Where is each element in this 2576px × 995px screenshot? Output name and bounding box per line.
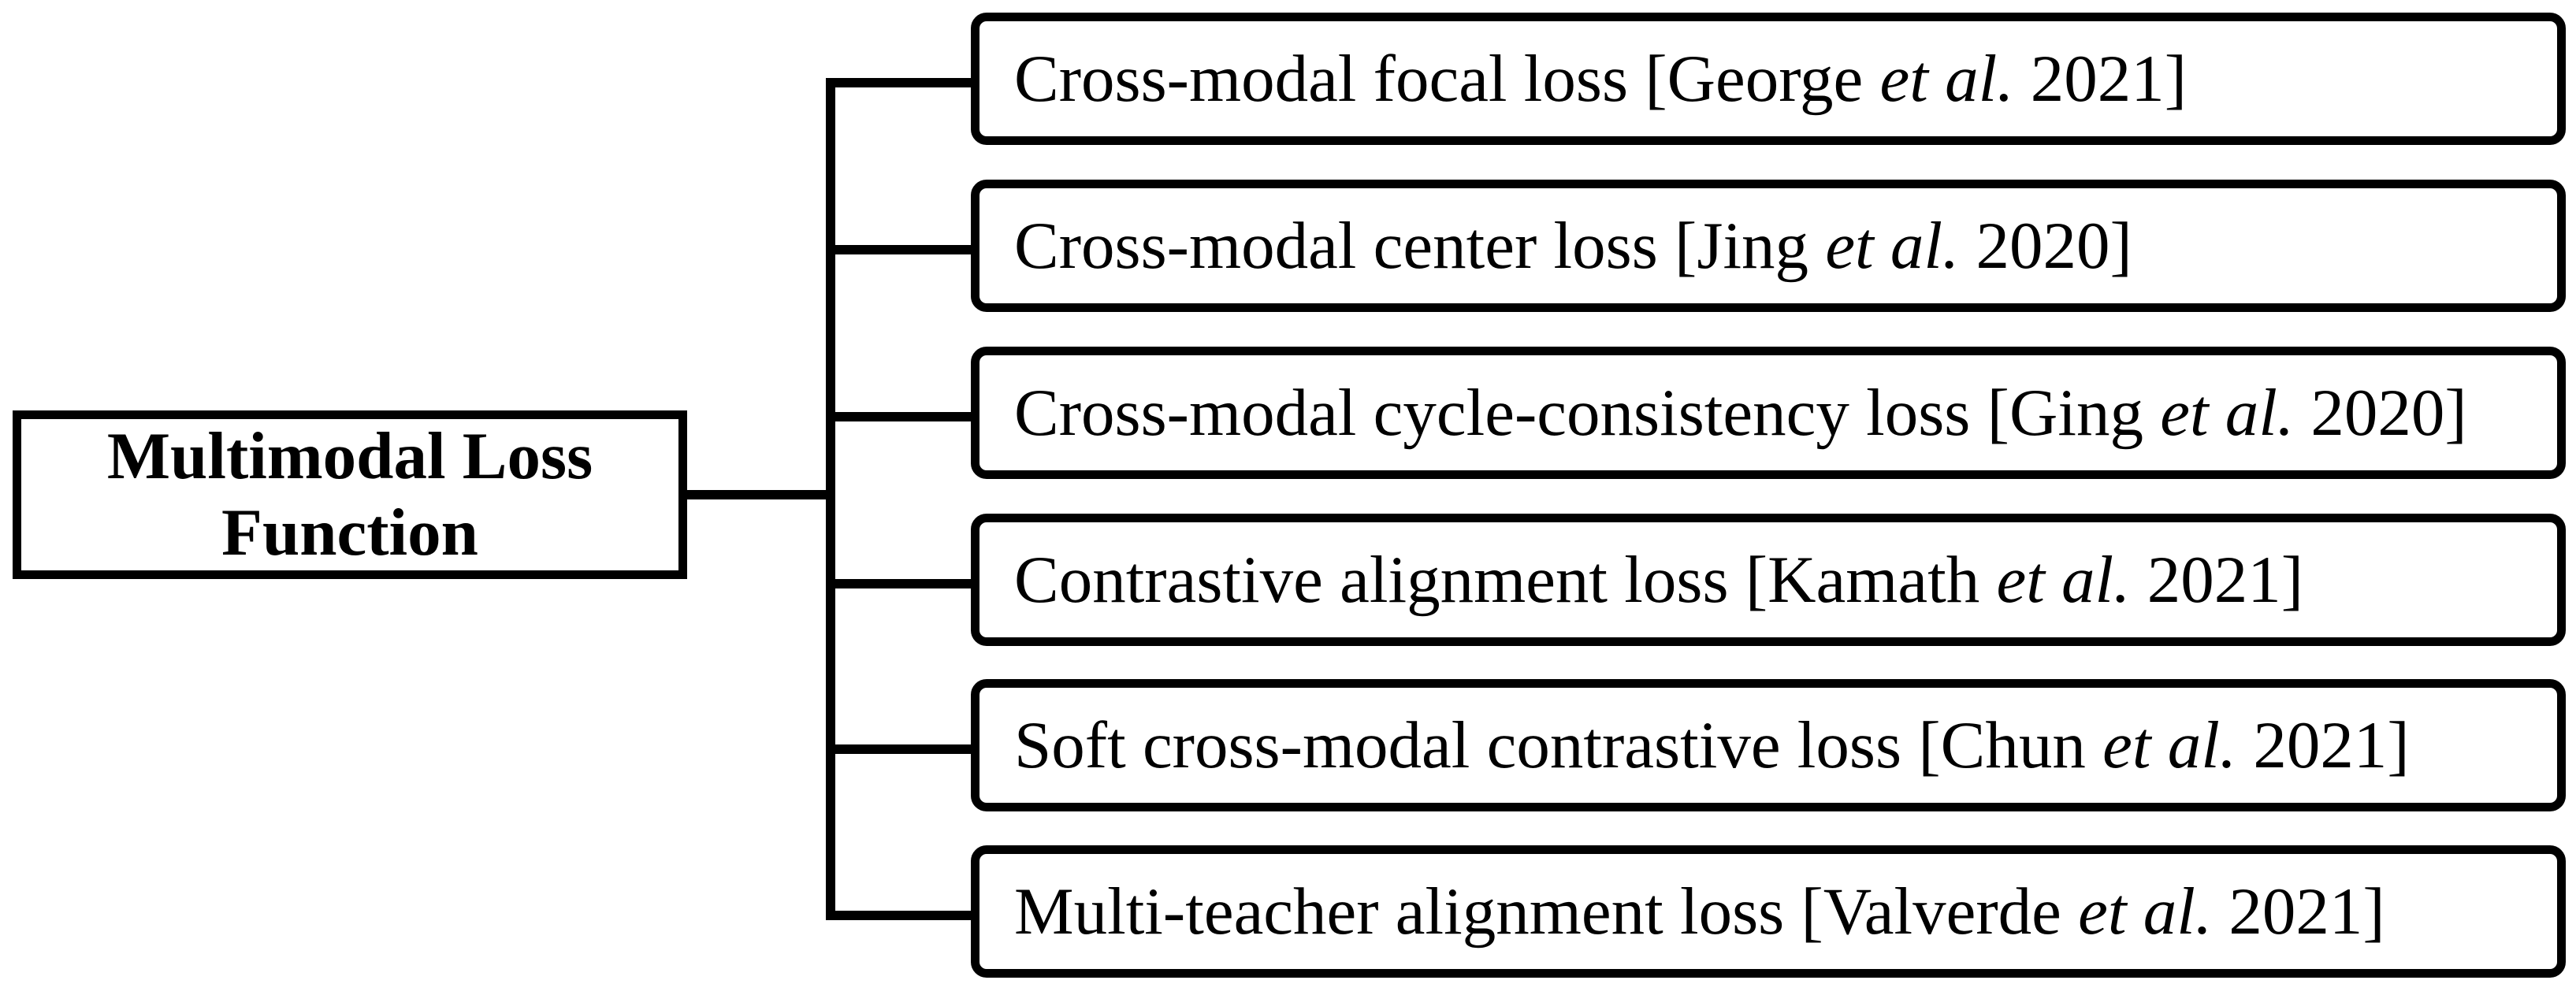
child-node-contrastive-alignment-loss[interactable]: Contrastive alignment loss [Kamath et al…: [971, 514, 2566, 646]
child-node-cross-modal-focal-loss[interactable]: Cross-modal focal loss [George et al. 20…: [971, 13, 2566, 145]
child-node-label-4: Contrastive alignment loss [Kamath et al…: [1014, 542, 2303, 617]
child-node-label-2: Cross-modal center loss [Jing et al. 202…: [1014, 208, 2132, 283]
root-node-label: Multimodal Loss Function: [106, 419, 593, 570]
root-node-multimodal-loss-function[interactable]: Multimodal Loss Function: [13, 410, 687, 579]
child-node-cross-modal-center-loss[interactable]: Cross-modal center loss [Jing et al. 202…: [971, 180, 2566, 312]
connector-vertical-trunk: [826, 78, 835, 920]
connector-branch-1: [826, 78, 976, 87]
connector-branch-3: [826, 412, 976, 421]
connector-branch-2: [826, 245, 976, 254]
child-node-label-6: Multi-teacher alignment loss [Valverde e…: [1014, 874, 2385, 949]
connector-branch-4: [826, 579, 976, 588]
child-node-label-1: Cross-modal focal loss [George et al. 20…: [1014, 41, 2188, 116]
child-node-label-5: Soft cross-modal contrastive loss [Chun …: [1014, 707, 2410, 782]
child-node-label-3: Cross-modal cycle-consistency loss [Ging…: [1014, 375, 2467, 450]
connector-root-stub: [682, 490, 831, 499]
child-node-cross-modal-cycle-consistency-loss[interactable]: Cross-modal cycle-consistency loss [Ging…: [971, 347, 2566, 479]
connector-branch-5: [826, 744, 976, 754]
child-node-soft-cross-modal-contrastive-loss[interactable]: Soft cross-modal contrastive loss [Chun …: [971, 679, 2566, 811]
child-node-multi-teacher-alignment-loss[interactable]: Multi-teacher alignment loss [Valverde e…: [971, 845, 2566, 978]
connector-branch-6: [826, 911, 976, 920]
